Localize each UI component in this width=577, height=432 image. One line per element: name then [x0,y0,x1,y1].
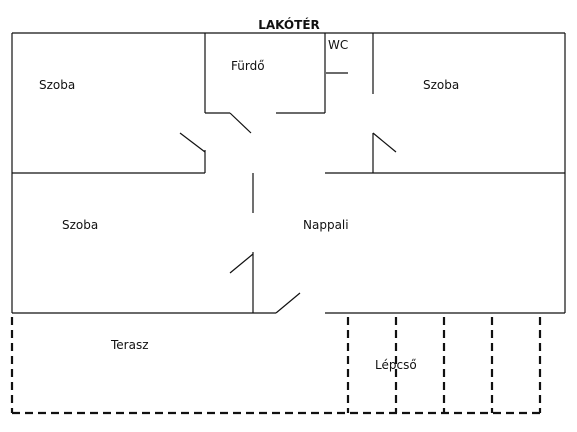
room-label-szoba-bottom-left: Szoba [62,218,98,232]
room-label-wc: WC [328,38,348,52]
room-label-furdo: Fürdő [231,59,265,73]
door-swings [179,112,397,314]
terrace-outline [10,317,542,415]
staircase-lines [346,317,494,413]
room-label-szoba-top-left: Szoba [39,78,75,92]
room-label-terasz: Terasz [110,338,149,352]
room-label-szoba-top-right: Szoba [423,78,459,92]
room-label-lepcso: Lépcső [375,358,417,372]
room-label-nappali: Nappali [303,218,349,232]
plan-title: LAKÓTÉR [258,17,320,32]
inner-walls [12,33,565,313]
